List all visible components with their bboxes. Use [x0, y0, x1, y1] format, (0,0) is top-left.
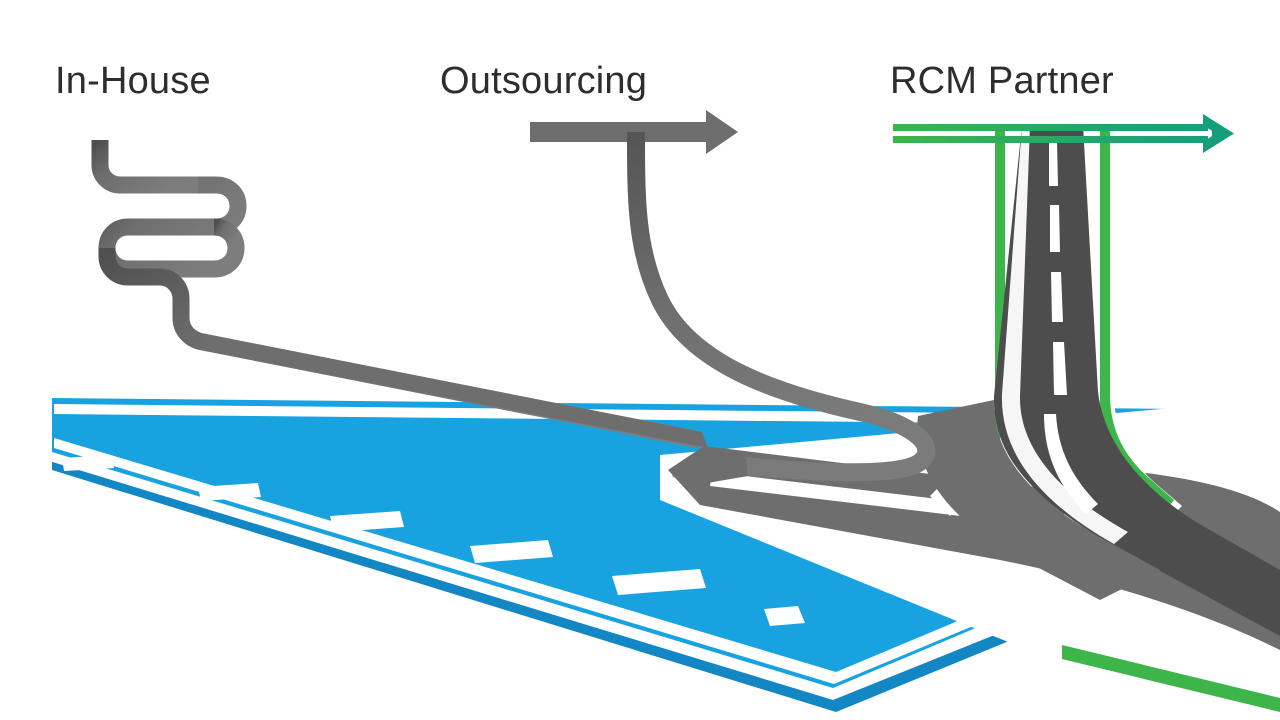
label-inhouse: In-House: [55, 60, 211, 102]
rcm-partner-highway: [917, 125, 1280, 636]
label-outsourcing: Outsourcing: [440, 60, 648, 102]
rcm-center-dashes: [1044, 142, 1098, 514]
rcm-arrow-line-lower: [893, 136, 1208, 143]
lane-dash-icon: [330, 511, 404, 532]
rcm-partner-arrow: [893, 114, 1234, 153]
lane-dash-icon: [470, 540, 553, 563]
rcm-right-guide-rail: [1100, 127, 1174, 512]
outsourcing-descent-curve: [627, 131, 936, 482]
blue-highway-center-dashes: [62, 455, 805, 626]
inhouse-squiggle: [91, 140, 198, 194]
green-bottom-guide-stripe: [1062, 645, 1280, 712]
rcm-arrow-line-upper: [893, 124, 1208, 131]
blue-highway-side-face: [52, 452, 1280, 712]
arrow-right-icon: [1203, 114, 1234, 153]
lane-dash-icon: [612, 569, 706, 595]
lane-dash-icon: [1051, 272, 1063, 322]
inhouse-merge-tail: [203, 334, 708, 448]
lane-dash-icon: [764, 606, 805, 626]
inhouse-switchback-1: [98, 176, 247, 278]
inhouse-path: [91, 130, 702, 449]
rcm-road-left-flare: [917, 400, 1160, 600]
inhouse-outrun: [98, 247, 702, 449]
rcm-right-guide-halo: [1096, 125, 1182, 526]
inhouse-switchback-2: [213, 218, 245, 249]
lane-dash-icon: [1044, 414, 1098, 514]
outsourcing-horizontal-bar: [530, 122, 712, 142]
lane-dash-icon: [1049, 142, 1058, 186]
lane-dash-icon: [1050, 205, 1060, 252]
label-rcm: RCM Partner: [890, 60, 1114, 102]
rcm-left-guide-rail: [944, 127, 1005, 507]
gray-merge-lane-stripe: [710, 472, 1280, 592]
green-bottom-guide: [1048, 636, 1280, 718]
arrow-right-icon: [706, 110, 738, 154]
lane-dash-icon: [62, 455, 114, 471]
outsourcing-path: [530, 110, 936, 486]
outsourcing-merge-tail: [672, 452, 748, 486]
lane-dash-icon: [1053, 342, 1067, 395]
lane-dash-icon: [198, 483, 261, 501]
